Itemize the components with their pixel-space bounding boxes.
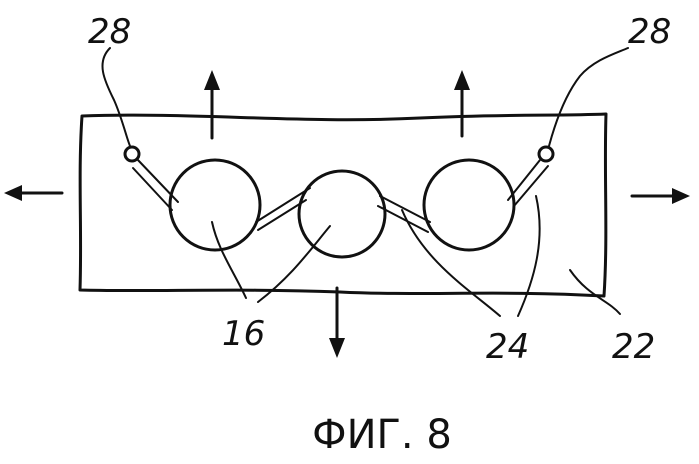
arrow-up-left: [204, 70, 220, 138]
circle-element-right: [424, 160, 514, 250]
label-16: 16: [222, 314, 265, 354]
arrow-down: [329, 288, 345, 358]
substrate-panel: [80, 114, 606, 296]
circle-element-left: [170, 160, 260, 250]
circle-element-middle: [299, 171, 385, 257]
leader-line-16-a: [212, 222, 246, 298]
leader-line-28-right: [549, 48, 628, 146]
leader-line-24-b: [518, 196, 540, 316]
arrow-left: [4, 185, 62, 201]
label-28-left: 28: [88, 12, 131, 52]
leader-line-22: [570, 270, 620, 314]
arrow-right: [632, 188, 690, 204]
figure-caption: ФИГ. 8: [312, 412, 452, 458]
label-22: 22: [612, 327, 655, 367]
label-28-right: 28: [628, 12, 671, 52]
anchor-point-right: [539, 147, 553, 161]
leader-line-28-left: [102, 48, 130, 146]
label-24: 24: [486, 327, 529, 367]
arrow-up-right: [454, 70, 470, 136]
